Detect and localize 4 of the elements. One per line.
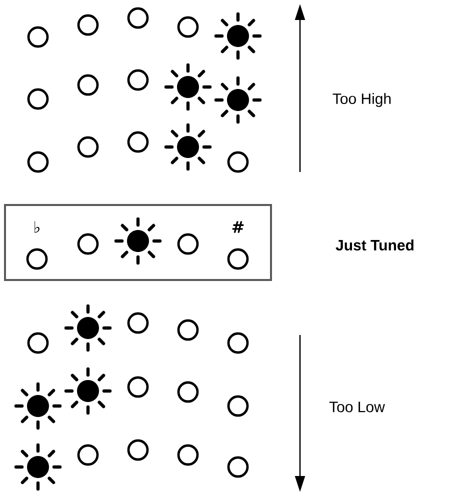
label: Just Tuned	[336, 240, 414, 250]
label: Too Low	[329, 402, 385, 412]
label: Too High	[332, 93, 391, 107]
tuner-panel: ♭ #	[4, 204, 272, 281]
